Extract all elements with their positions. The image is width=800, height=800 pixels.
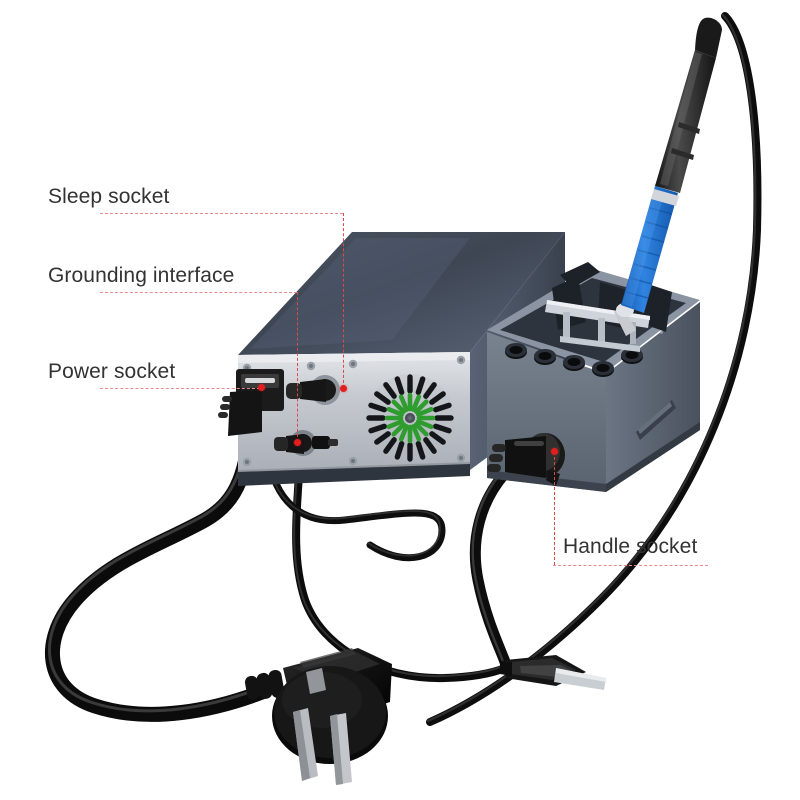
marker-dot-power [258,384,265,391]
sleep-connector [286,375,340,405]
plug-pins [293,668,352,785]
callout-label-handle-socket: Handle socket [563,535,698,558]
callout-label-grounding-interface: Grounding interface [48,264,235,287]
sleep-cable [264,451,446,562]
callout-label-power-socket: Power socket [48,360,176,383]
marker-dot-handle [551,448,558,455]
tip-storage-holes [505,343,643,377]
power-cord [45,412,270,722]
callout-label-sleep-socket: Sleep socket [48,185,170,208]
handle-connector [487,433,565,486]
marker-dot-grounding [294,439,301,446]
marker-dot-sleep [340,385,347,392]
tip-holder-stand [487,262,700,492]
soldering-iron-handle [614,17,722,336]
fan-outer-slots [366,374,454,462]
fan-inner-slots [384,392,436,444]
handle-cable [469,464,514,668]
grounding-alligator-clip [500,655,606,690]
holder-handle-recess [636,400,676,440]
cooling-fan-grille [366,374,454,462]
ac-power-plug [244,648,392,785]
